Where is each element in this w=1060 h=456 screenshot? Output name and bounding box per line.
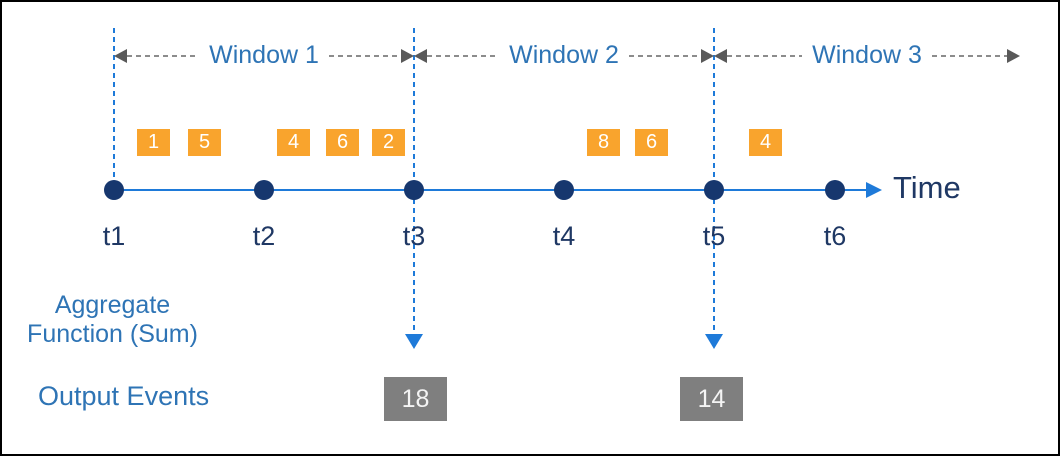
- window-3-span: Window 3: [714, 41, 1021, 69]
- timeline-dot-t6: [825, 180, 845, 200]
- timeline-dot-t5: [704, 180, 724, 200]
- window-2-label: Window 2: [509, 41, 619, 69]
- aggregate-function-label-line2: Function (Sum): [27, 320, 198, 348]
- arrow-left-icon: [414, 48, 427, 63]
- time-axis-label: Time: [893, 170, 961, 205]
- window-3-label: Window 3: [812, 41, 922, 69]
- event-box: 6: [326, 129, 359, 156]
- event-box: 4: [749, 129, 782, 156]
- aggregate-function-label: Aggregate Function (Sum): [20, 291, 205, 349]
- dashed-line: [127, 54, 200, 57]
- output-arrowhead-t3-icon: [405, 334, 423, 349]
- window-1-span: Window 1: [114, 41, 415, 69]
- time-axis-arrowhead-icon: [866, 182, 882, 198]
- dashed-line: [427, 54, 500, 57]
- output-event-box: 18: [384, 377, 447, 421]
- dashed-line: [628, 54, 702, 57]
- arrow-left-icon: [714, 48, 727, 63]
- arrow-right-icon: [1007, 48, 1021, 63]
- dashed-line: [931, 54, 1008, 57]
- aggregate-function-label-line1: Aggregate: [54, 291, 171, 319]
- arrow-left-icon: [114, 48, 127, 63]
- output-arrowhead-t5-icon: [705, 334, 723, 349]
- dashed-line: [727, 54, 803, 57]
- window-2-span: Window 2: [414, 41, 715, 69]
- timeline-dot-t1: [104, 180, 124, 200]
- event-box: 4: [277, 129, 310, 156]
- tick-label-t6: t6: [823, 221, 847, 251]
- tick-label-t5: t5: [702, 221, 726, 251]
- tick-label-t1: t1: [102, 221, 126, 251]
- tick-label-t4: t4: [552, 221, 576, 251]
- output-events-label: Output Events: [38, 381, 210, 411]
- timeline-dot-t3: [404, 180, 424, 200]
- window-1-label: Window 1: [209, 41, 319, 69]
- output-event-box: 14: [680, 377, 743, 421]
- time-axis-line: [114, 189, 867, 191]
- timeline-dot-t4: [554, 180, 574, 200]
- timeline-dot-t2: [254, 180, 274, 200]
- event-box: 2: [372, 129, 405, 156]
- arrow-right-icon: [701, 48, 715, 63]
- window-boundary-line-t1: [113, 28, 115, 181]
- arrow-right-icon: [401, 48, 415, 63]
- dashed-line: [328, 54, 402, 57]
- event-box: 6: [635, 129, 668, 156]
- event-box: 8: [587, 129, 620, 156]
- tick-label-t2: t2: [252, 221, 276, 251]
- event-box: 1: [137, 129, 170, 156]
- tick-label-t3: t3: [402, 221, 426, 251]
- event-box: 5: [188, 129, 221, 156]
